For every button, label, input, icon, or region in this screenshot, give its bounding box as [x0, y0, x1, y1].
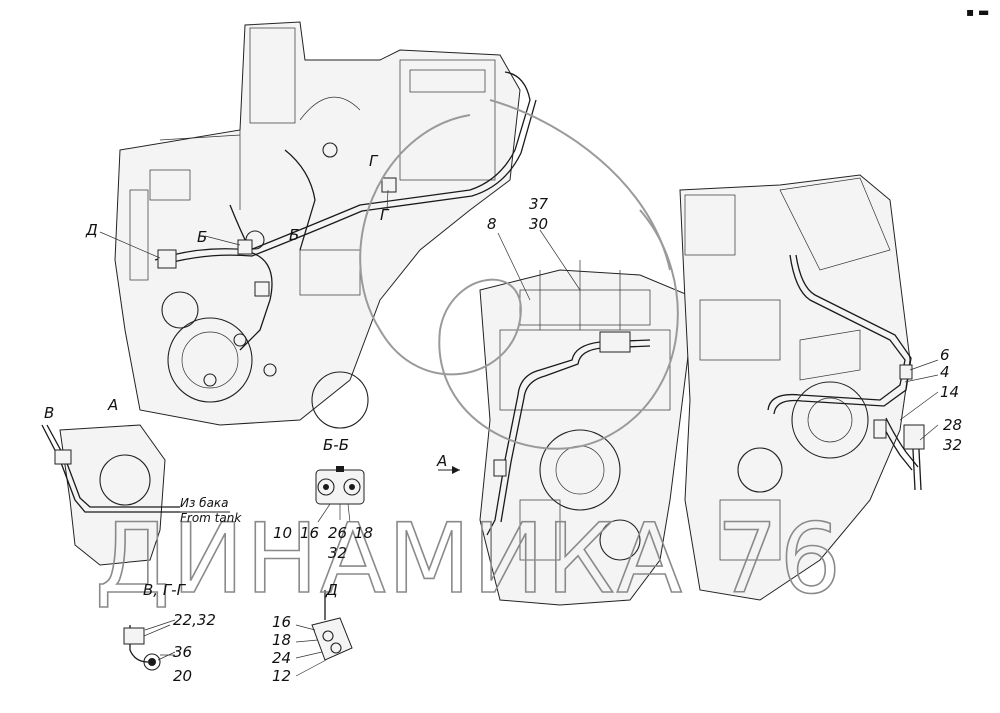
from-tank-en: From tank [180, 511, 242, 525]
part-18-bb: 18 [354, 524, 373, 542]
part-26: 26 [328, 524, 347, 542]
part-22-32: 22,32 [173, 611, 216, 629]
part-20: 20 [173, 667, 192, 685]
leader-lines [99, 189, 939, 661]
watermark-text: ДИНАМИКА 76 [95, 503, 843, 615]
part-32-right: 32 [943, 436, 962, 454]
right-fuel-pipes [767, 254, 925, 491]
part-30: 30 [529, 215, 548, 233]
ref-label-d: Д [85, 221, 98, 239]
ref-label-g2: Г [380, 206, 390, 224]
watermark-swoosh [359, 99, 679, 450]
part-37: 37 [529, 195, 549, 213]
part-8: 8 [487, 215, 497, 233]
view-a-drawing [41, 424, 230, 566]
ref-label-b2: Б [289, 226, 299, 244]
corner-mark: ▪ ▬ [966, 5, 989, 19]
part-24: 24 [272, 649, 291, 667]
left-fuel-pipes [154, 71, 537, 351]
left-engine-assembly [114, 21, 521, 429]
center-engine-assembly [479, 260, 701, 606]
part-6: 6 [940, 346, 950, 364]
right-engine-assembly [679, 174, 911, 601]
arrow-label-a: А [436, 452, 447, 470]
section-bb-title: Б-Б [323, 436, 349, 454]
part-28: 28 [943, 416, 962, 434]
view-vgg-drawing [123, 624, 175, 671]
from-tank-ru: Из бака [180, 496, 229, 510]
view-vgg-title: В, Г-Г [143, 581, 187, 599]
part-16-d: 16 [272, 613, 291, 631]
ref-label-b1: Б [197, 228, 207, 246]
view-d-title: Д [325, 581, 338, 599]
section-bb-drawing [315, 466, 365, 523]
part-10: 10 [273, 524, 292, 542]
part-14: 14 [940, 383, 959, 401]
part-4: 4 [940, 363, 950, 381]
view-a-label-v: В [44, 404, 54, 422]
part-16-bb: 16 [300, 524, 319, 542]
view-d-drawing [295, 590, 353, 677]
view-a-title: А [107, 396, 118, 414]
part-32-bb: 32 [328, 544, 347, 562]
part-18-d: 18 [272, 631, 291, 649]
part-12: 12 [272, 667, 291, 685]
ref-label-g1: Г [369, 152, 379, 170]
center-fuel-pipes [486, 331, 651, 536]
part-36: 36 [173, 643, 192, 661]
